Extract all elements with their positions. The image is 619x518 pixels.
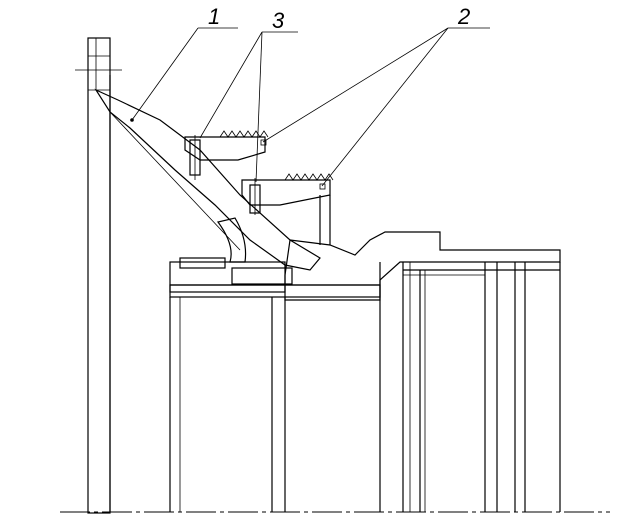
lower-seal-ring [241, 173, 334, 245]
callout-2: 2 [457, 4, 470, 29]
upper-seal-ring [184, 130, 269, 180]
callout-1: 1 [208, 4, 220, 29]
left-flange [75, 37, 122, 514]
inner-cylinders [169, 262, 561, 512]
leader-lines [130, 27, 490, 190]
callout-3: 3 [272, 8, 285, 33]
